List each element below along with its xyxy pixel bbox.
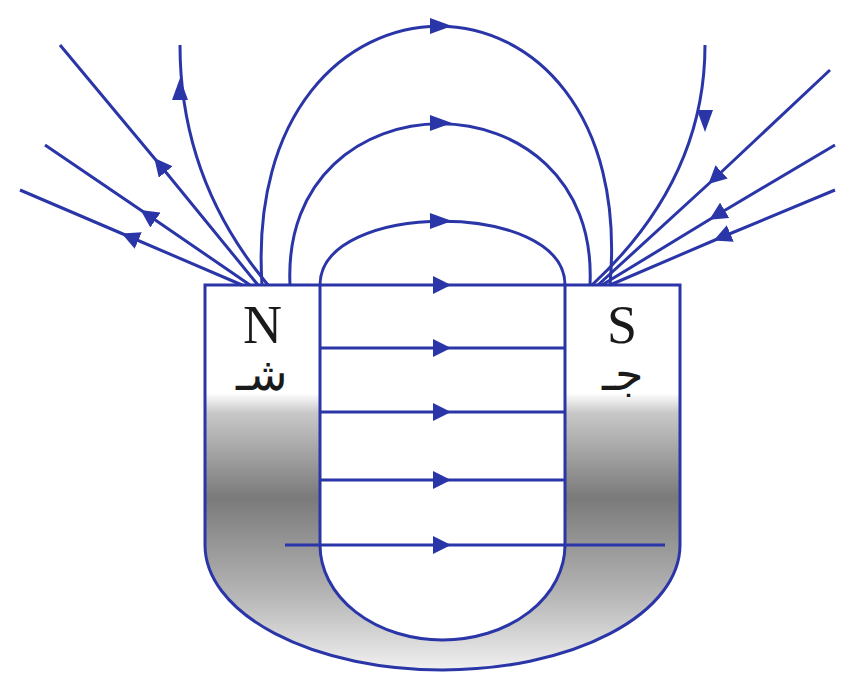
arrowheads (172, 18, 713, 229)
field-lines (20, 26, 835, 545)
pole-label: شـ (236, 352, 288, 398)
pole-label: S (607, 298, 637, 352)
pole-label: جـ (602, 352, 643, 398)
horseshoe-magnet (205, 285, 680, 670)
pole-label: N (243, 298, 282, 352)
